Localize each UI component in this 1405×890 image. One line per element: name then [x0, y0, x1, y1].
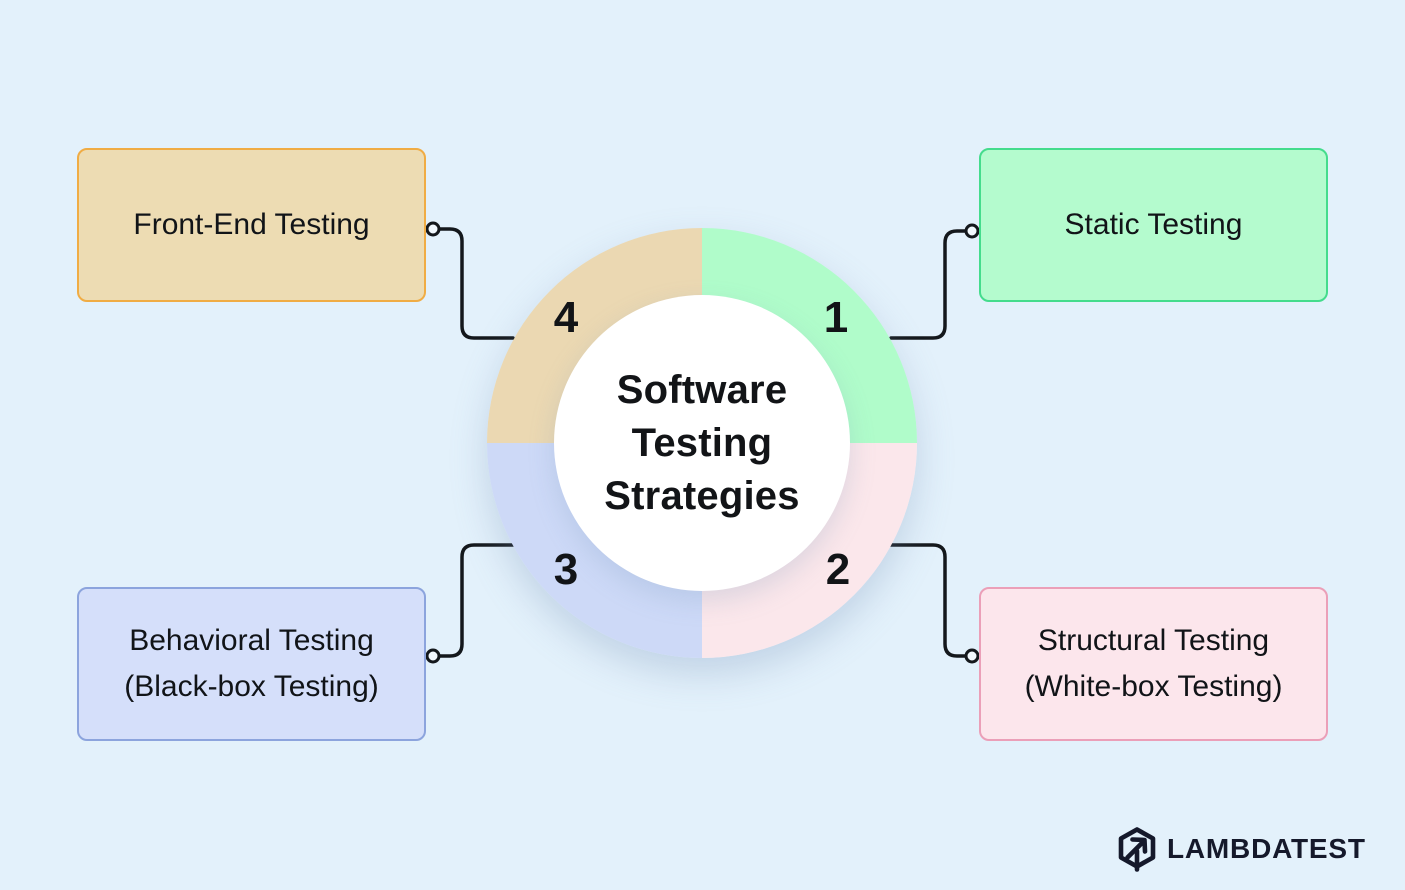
box-static-testing-label: Static Testing	[1064, 208, 1243, 241]
center-title-line-2: Testing	[631, 420, 773, 465]
connector-dot-structural	[964, 648, 980, 664]
center-title-line-3: Strategies	[604, 473, 800, 518]
connector-behavioral	[435, 543, 515, 658]
box-structural-testing-label-line-2: (White-box Testing)	[1024, 670, 1283, 703]
lambdatest-logo: LAMBDATEST	[1115, 826, 1366, 872]
ring-segment-number-2: 2	[825, 545, 851, 594]
center-title-line-1: Software	[616, 367, 788, 412]
box-static-testing: Static Testing	[979, 148, 1328, 302]
donut-center: Software Testing Strategies	[554, 295, 850, 591]
connector-dot-behavioral	[425, 648, 441, 664]
ring-segment-number-1: 1	[823, 293, 849, 342]
lambdatest-logo-text: LAMBDATEST	[1167, 833, 1366, 864]
ring-segment-number-3: 3	[553, 545, 579, 594]
box-behavioral-testing: Behavioral Testing (Black-box Testing)	[77, 587, 426, 741]
lambdatest-hexagon-icon	[1115, 826, 1159, 872]
box-structural-testing-label-line-1: Structural Testing	[1037, 624, 1270, 657]
box-front-end-testing: Front-End Testing	[77, 148, 426, 302]
ring-segment-number-4: 4	[553, 293, 579, 342]
connector-static	[889, 229, 970, 340]
connector-dot-static	[964, 223, 980, 239]
connector-dot-front-end	[425, 221, 441, 237]
connector-structural	[889, 543, 970, 658]
box-behavioral-testing-label-line-2: (Black-box Testing)	[124, 670, 379, 703]
box-structural-testing: Structural Testing (White-box Testing)	[979, 587, 1328, 741]
box-behavioral-testing-label-line-1: Behavioral Testing	[129, 624, 374, 657]
box-front-end-testing-label: Front-End Testing	[133, 208, 370, 241]
connector-front-end	[435, 227, 515, 340]
